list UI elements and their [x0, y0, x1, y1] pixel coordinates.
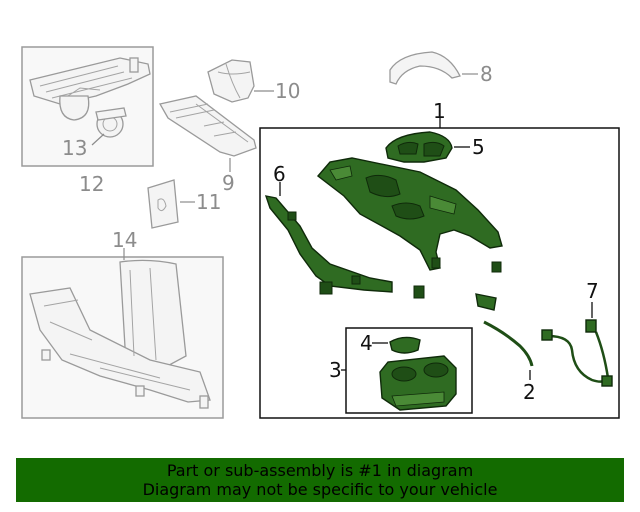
part-clip-small [413, 285, 497, 311]
part-2-cable: 2 [483, 320, 536, 404]
part-7-harness: 7 [541, 279, 613, 387]
part-6-side-rail: 6 [264, 162, 393, 295]
part-9-trim-panel: 9 [158, 95, 257, 195]
part-group-3: 3 4 [329, 327, 473, 414]
callout-12: 12 [79, 172, 104, 196]
callout-13: 13 [62, 136, 87, 160]
part-11-plate: 11 [147, 179, 221, 229]
part-group-12: 13 12 [21, 46, 154, 196]
part-8-lid-trim: 8 [389, 51, 493, 86]
callout-1: 1 [433, 99, 446, 123]
callout-11: 11 [196, 190, 221, 214]
callout-6: 6 [273, 162, 286, 186]
callout-9: 9 [222, 171, 235, 195]
callout-8: 8 [480, 62, 493, 86]
part-group-14: 14 [21, 228, 224, 419]
fitment-notice-banner: Part or sub-assembly is #1 in diagram Di… [16, 458, 624, 502]
callout-3: 3 [329, 358, 342, 382]
notice-line-1: Part or sub-assembly is #1 in diagram [166, 461, 474, 480]
part-13-bracket [95, 107, 127, 138]
part-12-lower-panel [29, 57, 151, 121]
callout-14: 14 [112, 228, 137, 252]
part-14-console-body [29, 259, 211, 409]
notice-line-2: Diagram may not be specific to your vehi… [142, 480, 498, 499]
part-1-console-panel [316, 157, 503, 273]
part-group-1: 1 5 6 [259, 99, 620, 419]
callout-2: 2 [523, 380, 536, 404]
callout-4: 4 [360, 331, 373, 355]
callout-7: 7 [586, 279, 599, 303]
callout-5: 5 [472, 135, 485, 159]
part-5-bezel: 5 [385, 131, 485, 163]
part-10-boot: 10 [207, 59, 300, 103]
part-4-insert: 4 [360, 331, 421, 355]
callout-10: 10 [275, 79, 300, 103]
part-3-cupholder [379, 355, 457, 411]
